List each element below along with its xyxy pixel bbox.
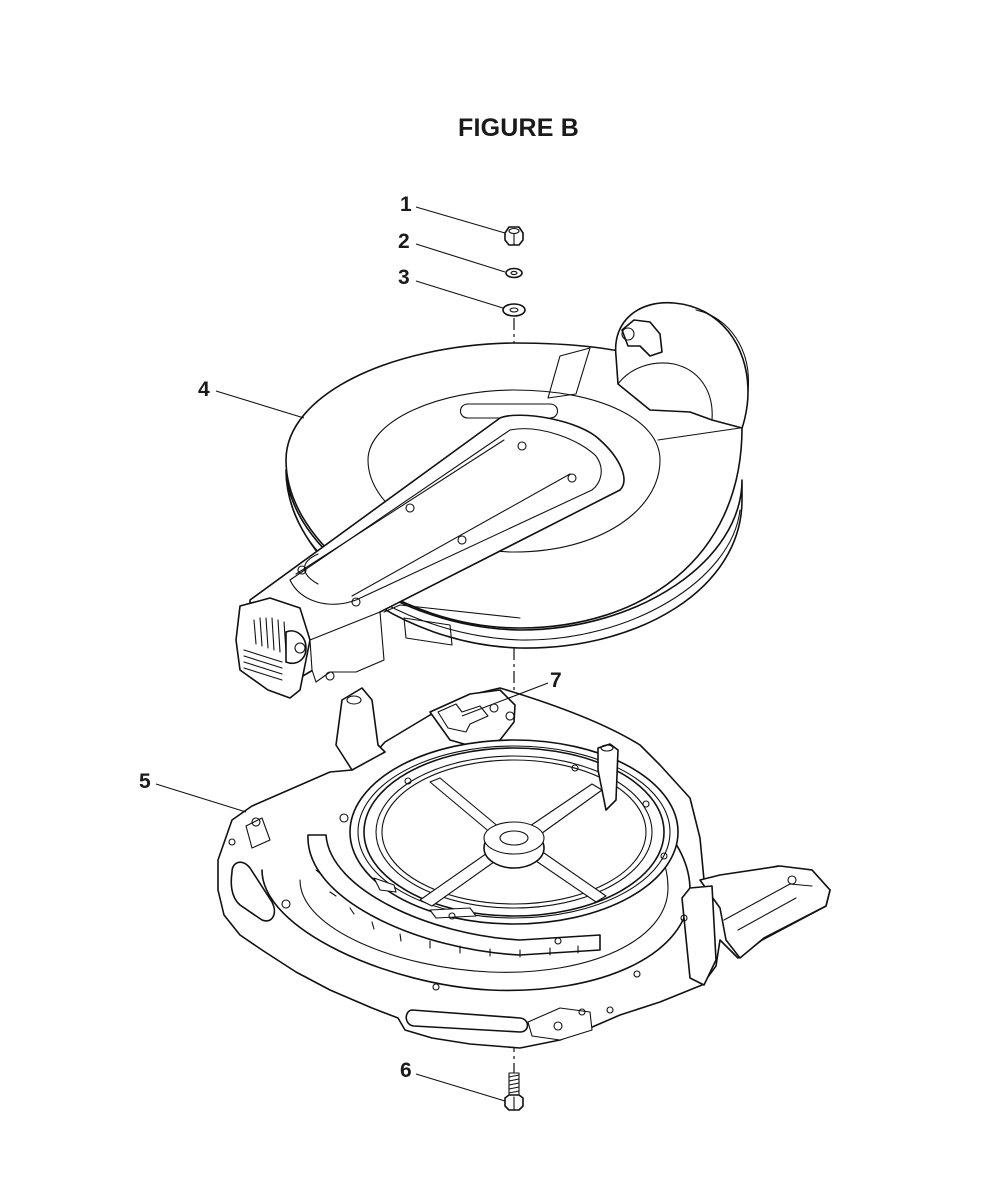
callout-5: 5 (139, 770, 151, 793)
figure-title: FIGURE B (457, 114, 580, 142)
part-3-washer (502, 303, 526, 317)
callout-2: 2 (398, 230, 410, 253)
part-5-miter-table-base (217, 687, 831, 1049)
part-2-washer (505, 267, 523, 279)
part-6-pivot-bolt (504, 1072, 524, 1111)
callout-1: 1 (400, 193, 412, 216)
callout-6: 6 (400, 1059, 412, 1082)
part-1-hex-nut (504, 226, 524, 246)
callout-7: 7 (550, 669, 562, 692)
callout-leaders (155, 206, 549, 1102)
callout-3: 3 (398, 266, 410, 289)
part-4-upper-blade-guard (235, 301, 750, 699)
callout-4: 4 (198, 378, 210, 401)
